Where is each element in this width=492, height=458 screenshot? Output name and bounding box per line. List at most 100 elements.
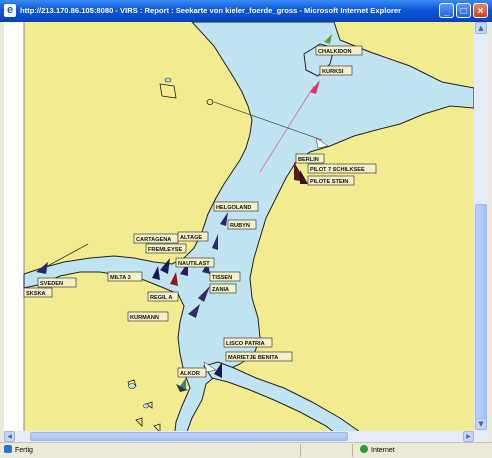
vessel-marker[interactable] bbox=[324, 34, 332, 44]
svg-text:FREMLEYSE: FREMLEYSE bbox=[148, 247, 182, 253]
maximize-button[interactable]: □ bbox=[456, 3, 471, 18]
horizontal-scroll-thumb[interactable] bbox=[30, 432, 348, 441]
vessel-course-line bbox=[259, 85, 315, 173]
vessel-label-kurksi[interactable]: KURKSI bbox=[319, 65, 353, 76]
vessel-marker[interactable] bbox=[180, 378, 186, 390]
left-shore-fragment bbox=[159, 83, 177, 99]
page-content: CHALKIDON KURKSI BERLIN PILOT 7 SCHILKSE… bbox=[4, 22, 488, 442]
vessel-marker[interactable] bbox=[188, 304, 200, 318]
ie-logo-icon: e bbox=[4, 4, 16, 17]
svg-text:ZANIA: ZANIA bbox=[212, 287, 229, 293]
island bbox=[135, 417, 143, 427]
lake bbox=[164, 77, 172, 83]
security-zone[interactable]: Internet bbox=[360, 445, 395, 456]
scroll-left-arrow-icon[interactable]: ◀ bbox=[4, 431, 15, 442]
svg-text:MARIETJE BENITA: MARIETJE BENITA bbox=[228, 355, 278, 361]
status-divider bbox=[352, 444, 353, 457]
svg-text:ALTAGE: ALTAGE bbox=[180, 235, 202, 241]
vessel-label-alkor[interactable]: ALKOR bbox=[177, 367, 207, 378]
vessel-label-nautilast[interactable]: NAUTILAST bbox=[175, 257, 215, 268]
vessel-label-lisco-patria[interactable]: LISCO PATRIA bbox=[223, 337, 273, 348]
vessel-marker[interactable] bbox=[36, 262, 48, 274]
status-bar: Fertig Internet bbox=[0, 442, 492, 458]
zone-text: Internet bbox=[371, 447, 395, 454]
vessel-label-helgoland[interactable]: HELGOLAND bbox=[213, 201, 259, 212]
south-channel-water bbox=[203, 361, 367, 440]
svg-text:PILOTE STEIN: PILOTE STEIN bbox=[310, 179, 348, 185]
svg-text:MILTA 3: MILTA 3 bbox=[110, 275, 131, 281]
svg-text:BERLIN: BERLIN bbox=[298, 157, 319, 163]
vessel-marker[interactable] bbox=[214, 362, 222, 378]
svg-text:TISSEN: TISSEN bbox=[212, 275, 232, 281]
vessel-label-marietje-benita[interactable]: MARIETJE BENITA bbox=[225, 351, 293, 362]
svg-text:HELGOLAND: HELGOLAND bbox=[216, 205, 251, 211]
svg-text:RUBYN: RUBYN bbox=[230, 223, 250, 229]
title-bar[interactable]: e http://213.170.86.105:8080 - VIRS : Re… bbox=[0, 0, 492, 22]
vessel-label-berlin[interactable]: BERLIN bbox=[295, 153, 325, 164]
minimize-button[interactable]: _ bbox=[439, 3, 454, 18]
svg-text:PILOT 7 SCHILKSEE: PILOT 7 SCHILKSEE bbox=[310, 167, 365, 173]
vessel-marker[interactable] bbox=[220, 212, 228, 226]
vessel-label-zania[interactable]: ZANIA bbox=[209, 283, 237, 294]
vessel-label-chalkidon[interactable]: CHALKIDON bbox=[315, 45, 363, 56]
vessel-label-cartagena[interactable]: CARTAGENA bbox=[133, 233, 179, 244]
close-button[interactable]: × bbox=[473, 3, 488, 18]
svg-text:SKSKA: SKSKA bbox=[26, 291, 46, 297]
status-divider bbox=[300, 444, 301, 457]
island bbox=[206, 99, 214, 105]
scroll-down-arrow-icon[interactable]: ▼ bbox=[475, 418, 487, 430]
minimize-icon: _ bbox=[443, 6, 450, 17]
vessel-marker[interactable] bbox=[198, 286, 210, 302]
vessel-label-tissen[interactable]: TISSEN bbox=[209, 271, 241, 282]
svg-text:SVEDEN: SVEDEN bbox=[40, 281, 63, 287]
vessel-marker[interactable] bbox=[152, 266, 160, 280]
vessel-marker[interactable] bbox=[170, 272, 178, 286]
horizontal-scrollbar[interactable]: ◀ ▶ bbox=[4, 431, 474, 442]
island bbox=[145, 401, 153, 409]
vessel-label-sveden[interactable]: SVEDEN bbox=[37, 277, 77, 288]
fjord-water bbox=[23, 22, 474, 440]
window-title: http://213.170.86.105:8080 - VIRS : Repo… bbox=[20, 6, 402, 15]
svg-text:LISCO PATRIA: LISCO PATRIA bbox=[226, 341, 265, 347]
vessel-label-milta-3[interactable]: MILTA 3 bbox=[107, 271, 143, 282]
svg-text:REGIL A: REGIL A bbox=[150, 295, 172, 301]
vessel-marker[interactable] bbox=[203, 361, 217, 373]
vertical-scrollbar[interactable]: ▲ ▼ bbox=[474, 22, 488, 442]
vessel-label-kurmann[interactable]: KURMANN bbox=[127, 311, 169, 322]
vessel-label-skska[interactable]: SKSKA bbox=[23, 287, 53, 298]
lake bbox=[128, 383, 136, 389]
page-done-icon bbox=[4, 445, 12, 453]
svg-text:KURKSI: KURKSI bbox=[322, 69, 344, 75]
vessel-course-line bbox=[43, 243, 89, 269]
vessel-label-pilot-7-schilksee[interactable]: PILOT 7 SCHILKSEE bbox=[307, 163, 377, 174]
svg-text:ALKOR: ALKOR bbox=[180, 371, 200, 377]
scroll-up-arrow-icon[interactable]: ▲ bbox=[475, 22, 487, 34]
vessel-marker[interactable] bbox=[310, 80, 320, 94]
vessel-marker[interactable] bbox=[176, 384, 188, 392]
vertical-scroll-thumb[interactable] bbox=[475, 204, 487, 430]
vessel-marker[interactable] bbox=[300, 170, 308, 184]
lake bbox=[143, 403, 149, 409]
vessel-marker[interactable] bbox=[212, 234, 218, 250]
internet-zone-globe-icon bbox=[360, 445, 368, 453]
island bbox=[153, 423, 161, 433]
svg-text:CHALKIDON: CHALKIDON bbox=[318, 49, 352, 55]
status-left: Fertig bbox=[4, 445, 33, 456]
vessel-label-regil-a[interactable]: REGIL A bbox=[147, 291, 179, 302]
vessel-label-fremleyse[interactable]: FREMLEYSE bbox=[145, 243, 187, 254]
svg-text:KURMANN: KURMANN bbox=[130, 315, 159, 321]
vessel-label-pilote-stein[interactable]: PILOTE STEIN bbox=[307, 175, 355, 186]
svg-text:CARTAGENA: CARTAGENA bbox=[136, 237, 171, 243]
vessel-course-line bbox=[213, 101, 323, 141]
sea-chart-map[interactable]: CHALKIDON KURKSI BERLIN PILOT 7 SCHILKSE… bbox=[4, 22, 474, 440]
scroll-right-arrow-icon[interactable]: ▶ bbox=[463, 431, 474, 442]
status-text: Fertig bbox=[15, 447, 33, 454]
vessel-label-altage[interactable]: ALTAGE bbox=[177, 231, 209, 242]
vessel-label-rubyn[interactable]: RUBYN bbox=[227, 219, 257, 230]
close-icon: × bbox=[477, 6, 484, 17]
chart-left-edge bbox=[4, 22, 24, 440]
maximize-icon: □ bbox=[460, 6, 467, 17]
vessel-marker[interactable] bbox=[315, 137, 329, 149]
vessel-marker[interactable] bbox=[160, 258, 170, 274]
